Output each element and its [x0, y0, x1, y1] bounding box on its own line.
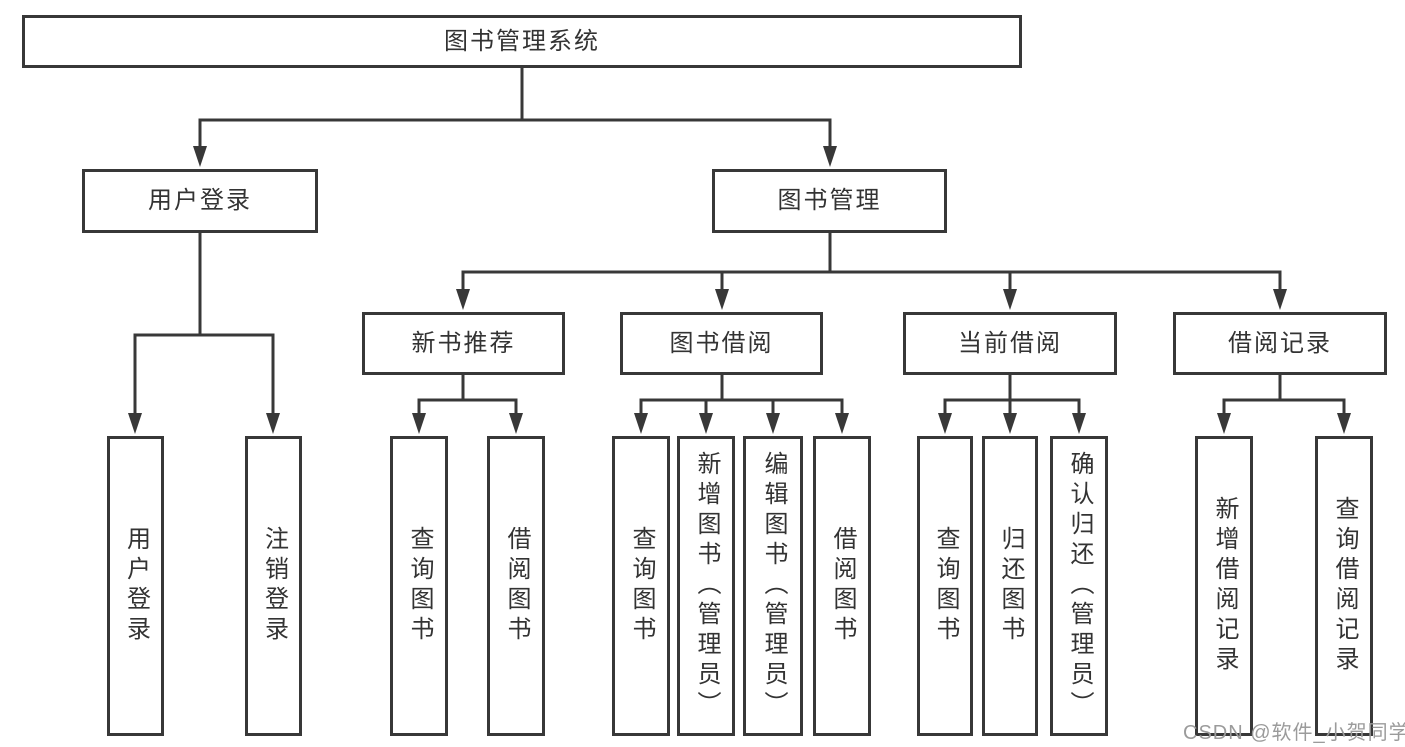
- node-book-borrow: 图书借阅: [620, 312, 823, 375]
- node-new-book-recommend: 新书推荐: [362, 312, 565, 375]
- leaf-query-books-3: 查询图书: [917, 436, 973, 736]
- leaf-borrow-books-1-label: 借阅图书: [503, 526, 530, 646]
- leaf-edit-books-admin: 编辑图书（管理员）: [743, 436, 803, 736]
- node-borrow-record-label: 借阅记录: [1228, 329, 1332, 357]
- node-borrow-record: 借阅记录: [1173, 312, 1387, 375]
- node-root-label: 图书管理系统: [444, 27, 600, 55]
- leaf-logout: 注销登录: [245, 436, 302, 736]
- leaf-add-books-admin-label: 新增图书（管理员）: [693, 451, 720, 721]
- leaf-borrow-books-1: 借阅图书: [487, 436, 545, 736]
- leaf-user-login: 用户登录: [107, 436, 164, 736]
- leaf-confirm-return-admin-label: 确认归还（管理员）: [1066, 451, 1093, 721]
- leaf-edit-books-admin-label: 编辑图书（管理员）: [760, 451, 787, 721]
- csdn-watermark: CSDN @软件_小贺同学: [1183, 722, 1405, 744]
- leaf-query-books-2: 查询图书: [612, 436, 670, 736]
- node-book-management: 图书管理: [712, 169, 947, 233]
- node-user-login: 用户登录: [82, 169, 318, 233]
- node-user-login-label: 用户登录: [148, 187, 252, 214]
- node-current-borrow: 当前借阅: [903, 312, 1117, 375]
- leaf-query-books-3-label: 查询图书: [932, 526, 959, 646]
- leaf-query-borrow-record: 查询借阅记录: [1315, 436, 1373, 736]
- connector-user-login-split: [128, 232, 280, 434]
- leaf-return-books: 归还图书: [982, 436, 1038, 736]
- leaf-query-books-1: 查询图书: [390, 436, 448, 736]
- leaf-add-books-admin: 新增图书（管理员）: [677, 436, 735, 736]
- connector-book-borrow-split: [634, 374, 849, 434]
- leaf-add-borrow-record-label: 新增借阅记录: [1211, 496, 1238, 676]
- leaf-logout-label: 注销登录: [260, 526, 288, 646]
- connector-book-mgmt-split: [456, 232, 1287, 310]
- connector-new-book-split: [412, 374, 523, 434]
- node-book-management-label: 图书管理: [777, 187, 882, 214]
- leaf-query-books-2-label: 查询图书: [628, 526, 655, 646]
- node-root: 图书管理系统: [22, 15, 1022, 68]
- leaf-add-borrow-record: 新增借阅记录: [1195, 436, 1253, 736]
- connector-current-borrow-split: [938, 374, 1086, 434]
- leaf-query-borrow-record-label: 查询借阅记录: [1331, 496, 1358, 676]
- leaf-query-books-1-label: 查询图书: [406, 526, 433, 646]
- node-new-book-recommend-label: 新书推荐: [411, 329, 516, 357]
- leaf-user-login-label: 用户登录: [122, 526, 150, 646]
- connector-root-split: [193, 67, 837, 167]
- leaf-return-books-label: 归还图书: [997, 526, 1024, 646]
- leaf-borrow-books-2-label: 借阅图书: [829, 526, 856, 646]
- node-book-borrow-label: 图书借阅: [669, 329, 774, 357]
- leaf-borrow-books-2: 借阅图书: [813, 436, 871, 736]
- connector-borrow-record-split: [1217, 374, 1351, 434]
- node-current-borrow-label: 当前借阅: [958, 329, 1062, 357]
- leaf-confirm-return-admin: 确认归还（管理员）: [1050, 436, 1108, 736]
